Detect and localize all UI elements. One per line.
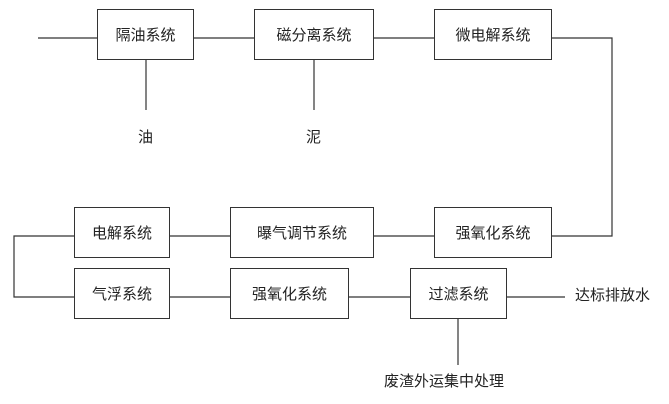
output-oil-label: 油 (138, 128, 154, 146)
node-label: 磁分离系统 (276, 26, 352, 44)
node-air-flotation: 气浮系统 (74, 268, 170, 319)
node-strong-oxidation-2: 强氧化系统 (230, 268, 349, 319)
node-label: 曝气调节系统 (256, 224, 347, 242)
node-electrolysis: 电解系统 (74, 207, 170, 258)
node-aeration-regulation: 曝气调节系统 (230, 207, 374, 258)
output-residue-label: 废渣外运集中处理 (384, 372, 505, 390)
electrolysis-to-flotation-line (13, 235, 74, 298)
node-magnetic-separation: 磁分离系统 (254, 9, 374, 60)
output-discharge-label: 达标排放水 (575, 286, 651, 304)
node-label: 过滤系统 (428, 285, 489, 303)
node-label: 强氧化系统 (251, 285, 327, 303)
node-label: 微电解系统 (455, 26, 531, 44)
node-label: 隔油系统 (115, 26, 176, 44)
node-label: 电解系统 (91, 224, 152, 242)
node-filtration: 过滤系统 (410, 268, 507, 319)
node-label: 气浮系统 (91, 285, 152, 303)
node-micro-electrolysis: 微电解系统 (434, 9, 552, 60)
node-label: 强氧化系统 (455, 224, 531, 242)
node-oil-separation: 隔油系统 (97, 9, 194, 60)
output-sludge-label: 泥 (306, 128, 322, 146)
node-strong-oxidation-1: 强氧化系统 (434, 207, 552, 258)
micro-to-oxidation-line (552, 37, 613, 237)
